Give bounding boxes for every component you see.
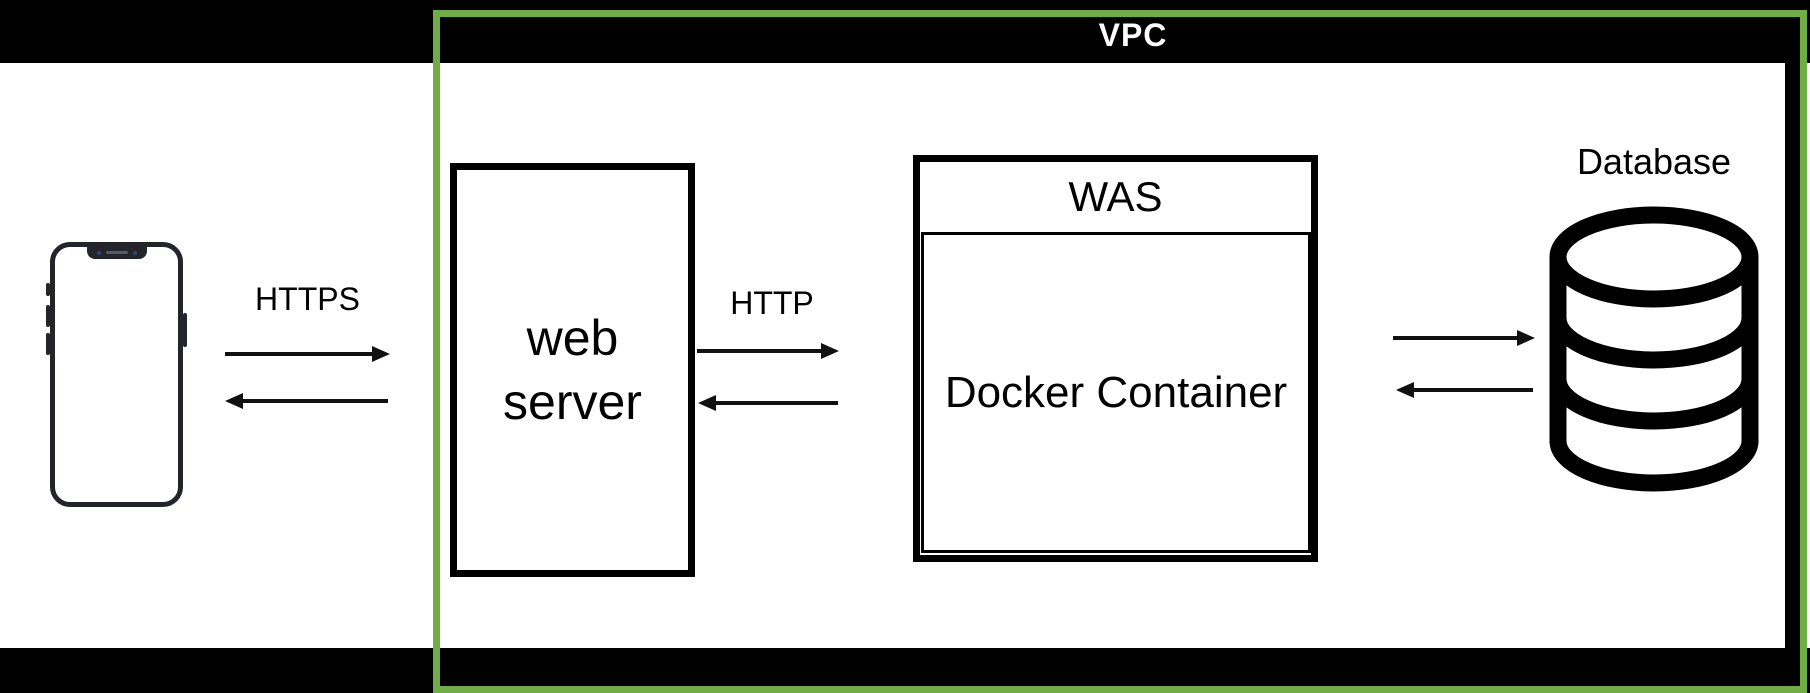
- https-request-arrow-icon: [225, 346, 390, 362]
- smartphone-icon: [46, 242, 187, 507]
- database-response-arrow-icon: [1396, 382, 1533, 398]
- vpc-boundary: [433, 10, 1807, 693]
- https-protocol-label: HTTPS: [255, 281, 360, 317]
- right-frame-bar: [1785, 0, 1801, 693]
- http-response-arrow-icon: [698, 395, 838, 411]
- web-server-label-line2: server: [503, 374, 642, 430]
- docker-container-label: Docker Container: [944, 367, 1288, 417]
- http-protocol-label: HTTP: [730, 285, 814, 321]
- https-response-arrow-icon: [225, 393, 388, 409]
- database-request-arrow-icon: [1393, 330, 1535, 346]
- database-icon: [1549, 206, 1759, 492]
- database-label: Database: [1576, 141, 1732, 182]
- web-server-label-line1: web: [526, 310, 619, 366]
- phone-camera-dot: [132, 250, 137, 255]
- web-server-node: web server: [450, 163, 695, 577]
- phone-camera-dot: [96, 250, 101, 255]
- phone-power-button: [183, 313, 187, 347]
- phone-volume-down-button: [46, 333, 50, 355]
- phone-volume-up-button: [46, 305, 50, 327]
- was-title: WAS: [1068, 173, 1163, 220]
- phone-notch: [86, 246, 147, 259]
- vpc-label: VPC: [1098, 16, 1168, 53]
- bottom-frame-bar: [0, 648, 1810, 693]
- phone-speaker: [105, 251, 128, 254]
- phone-mute-button: [46, 283, 50, 296]
- docker-container-node: Docker Container: [921, 232, 1311, 553]
- http-request-arrow-icon: [697, 343, 839, 359]
